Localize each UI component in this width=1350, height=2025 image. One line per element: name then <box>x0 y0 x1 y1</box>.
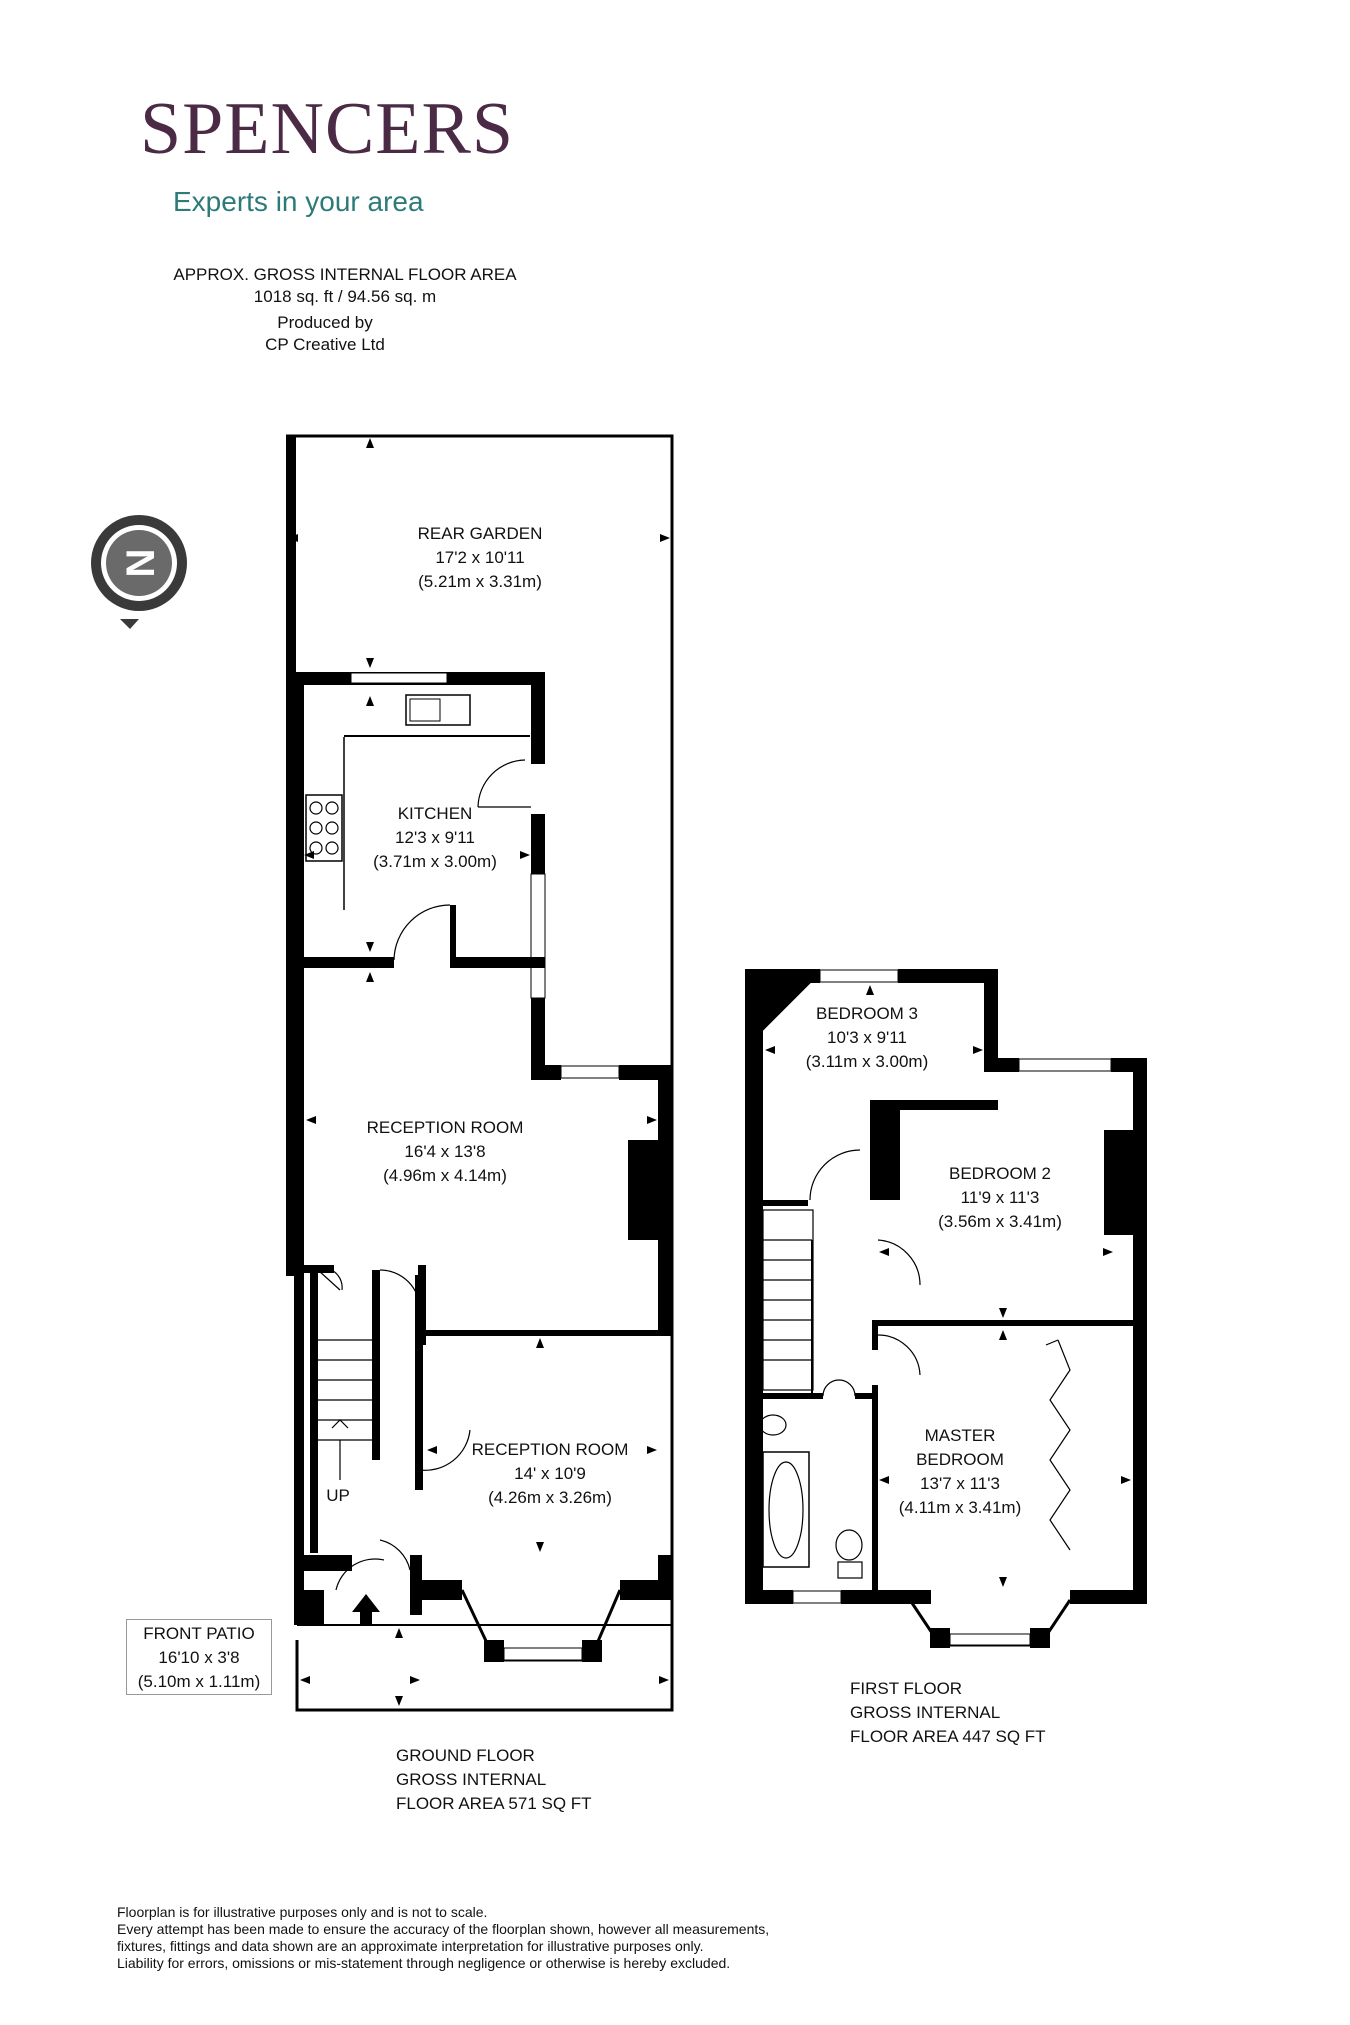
room-imperial: 16'4 x 13'8 <box>404 1142 486 1161</box>
disclaimer-line: fixtures, fittings and data shown are an… <box>117 1938 704 1954</box>
caption-line: GROUND FLOOR <box>396 1746 535 1765</box>
room-name: MASTER <box>924 1426 996 1445</box>
room-metric: (5.10m x 1.11m) <box>137 1672 261 1691</box>
room-metric: (5.21m x 3.31m) <box>418 572 542 591</box>
disclaimer-line: Every attempt has been made to ensure th… <box>117 1921 770 1937</box>
room-imperial: 16'10 x 3'8 <box>158 1648 240 1667</box>
room-metric: (4.26m x 3.26m) <box>488 1488 612 1507</box>
brand-logo: SPENCERS <box>140 88 515 170</box>
caption-line: FLOOR AREA 447 SQ FT <box>850 1727 1046 1746</box>
room-master-bedroom: MASTER BEDROOM 13'7 x 11'3 (4.11m x 3.41… <box>880 1424 1040 1520</box>
room-name: BEDROOM 2 <box>948 1164 1052 1183</box>
room-name: BEDROOM 3 <box>815 1004 919 1023</box>
room-name: KITCHEN <box>397 804 473 823</box>
room-imperial: 14' x 10'9 <box>514 1464 586 1483</box>
room-name: RECEPTION ROOM <box>471 1440 629 1459</box>
room-reception-1: RECEPTION ROOM 16'4 x 13'8 (4.96m x 4.14… <box>345 1116 545 1188</box>
caption-line: GROSS INTERNAL <box>396 1770 547 1789</box>
caption-line: GROSS INTERNAL <box>850 1703 1001 1722</box>
stair-up-label: UP <box>326 1486 350 1505</box>
room-metric: (3.71m x 3.00m) <box>373 852 497 871</box>
area-summary-title: APPROX. GROSS INTERNAL FLOOR AREA <box>173 265 517 284</box>
first-floor-caption: FIRST FLOOR GROSS INTERNAL FLOOR AREA 44… <box>850 1677 1046 1749</box>
compass-letter: N <box>119 549 163 578</box>
caption-line: FIRST FLOOR <box>850 1679 963 1698</box>
front-patio-callout <box>126 1619 272 1695</box>
ground-floor-caption: GROUND FLOOR GROSS INTERNAL FLOOR AREA 5… <box>396 1744 592 1816</box>
disclaimer-line: Floorplan is for illustrative purposes o… <box>117 1904 488 1920</box>
room-imperial: 17'2 x 10'11 <box>435 548 525 567</box>
room-reception-2: RECEPTION ROOM 14' x 10'9 (4.26m x 3.26m… <box>450 1438 650 1510</box>
room-imperial: 10'3 x 9'11 <box>827 1028 907 1047</box>
brand-tagline: Experts in your area <box>173 186 424 217</box>
room-metric: (4.11m x 3.41m) <box>898 1498 1022 1517</box>
north-compass-icon: N <box>91 515 187 629</box>
producer-name: CP Creative Ltd <box>265 335 385 354</box>
room-imperial: 12'3 x 9'11 <box>395 828 475 847</box>
first-floor-plan <box>745 969 1147 1648</box>
disclaimer: Floorplan is for illustrative purposes o… <box>117 1904 897 1972</box>
room-name: REAR GARDEN <box>417 524 543 543</box>
ground-floor-plan <box>286 434 674 1712</box>
disclaimer-line: Liability for errors, omissions or mis-s… <box>117 1955 731 1971</box>
room-front-patio: FRONT PATIO 16'10 x 3'8 (5.10m x 1.11m) <box>126 1622 272 1694</box>
area-summary-value: 1018 sq. ft / 94.56 sq. m <box>253 287 437 306</box>
room-imperial: 13'7 x 11'3 <box>920 1474 1000 1493</box>
produced-by-label: Produced by <box>277 313 373 332</box>
room-imperial: 11'9 x 11'3 <box>960 1188 1040 1207</box>
room-name: RECEPTION ROOM <box>366 1118 524 1137</box>
room-bedroom-2: BEDROOM 2 11'9 x 11'3 (3.56m x 3.41m) <box>920 1162 1080 1234</box>
room-metric: (3.11m x 3.00m) <box>805 1052 929 1071</box>
room-kitchen: KITCHEN 12'3 x 9'11 (3.71m x 3.00m) <box>355 802 515 874</box>
room-bedroom-3: BEDROOM 3 10'3 x 9'11 (3.11m x 3.00m) <box>787 1002 947 1074</box>
room-name: FRONT PATIO <box>143 1624 255 1643</box>
room-rear-garden: REAR GARDEN 17'2 x 10'11 (5.21m x 3.31m) <box>400 522 560 594</box>
room-metric: (4.96m x 4.14m) <box>383 1166 507 1185</box>
room-name-line2: BEDROOM <box>916 1450 1004 1469</box>
caption-line: FLOOR AREA 571 SQ FT <box>396 1794 592 1813</box>
room-metric: (3.56m x 3.41m) <box>938 1212 1062 1231</box>
